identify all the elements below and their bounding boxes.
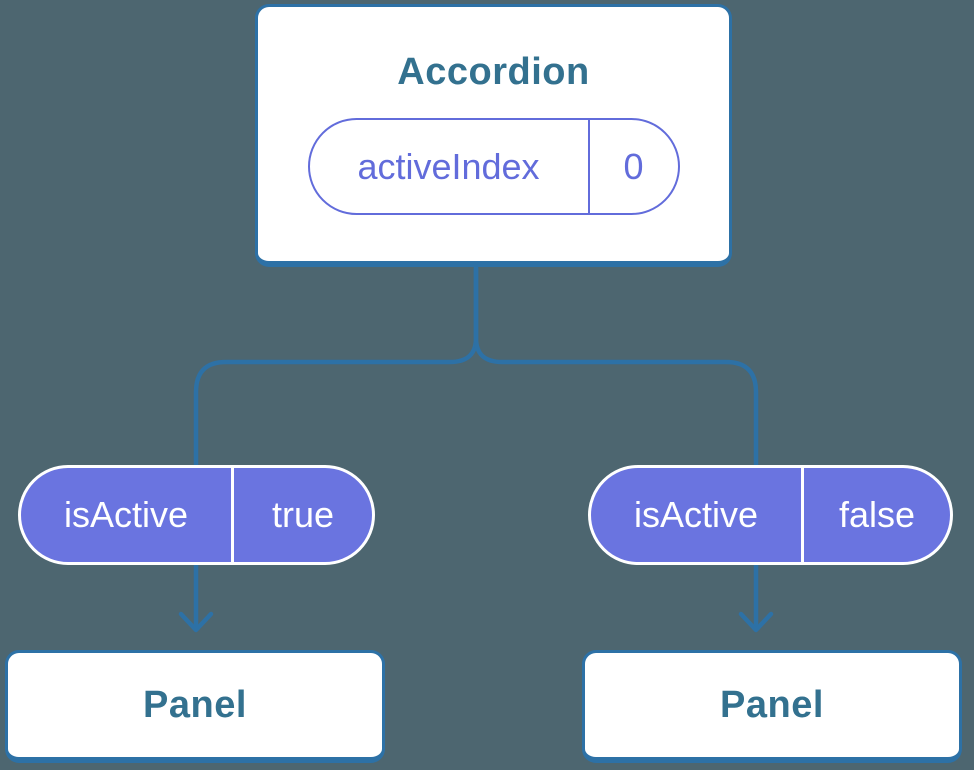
component-title: Panel — [143, 684, 247, 726]
panel-component-card-right: Panel — [582, 650, 962, 763]
accordion-component-card: Accordion activeIndex 0 — [255, 4, 732, 267]
prop-value: true — [271, 494, 335, 535]
state-value: 0 — [623, 145, 644, 187]
component-title: Panel — [720, 684, 824, 726]
panel-component-card-left: Panel — [5, 650, 385, 763]
prop-name: isActive — [21, 468, 234, 562]
connector-right-branch — [473, 265, 759, 630]
connector-left-branch — [193, 265, 479, 630]
state-name: activeIndex — [310, 120, 590, 213]
component-title: Accordion — [397, 51, 590, 93]
prop-pill-left: isActive true — [18, 465, 375, 565]
prop-name: isActive — [591, 468, 804, 562]
prop-value: false — [838, 494, 916, 535]
arrowhead-left-icon — [178, 611, 214, 633]
arrowhead-right-icon — [738, 611, 774, 633]
state-pill: activeIndex 0 — [307, 118, 680, 215]
prop-pill-right: isActive false — [588, 465, 953, 565]
